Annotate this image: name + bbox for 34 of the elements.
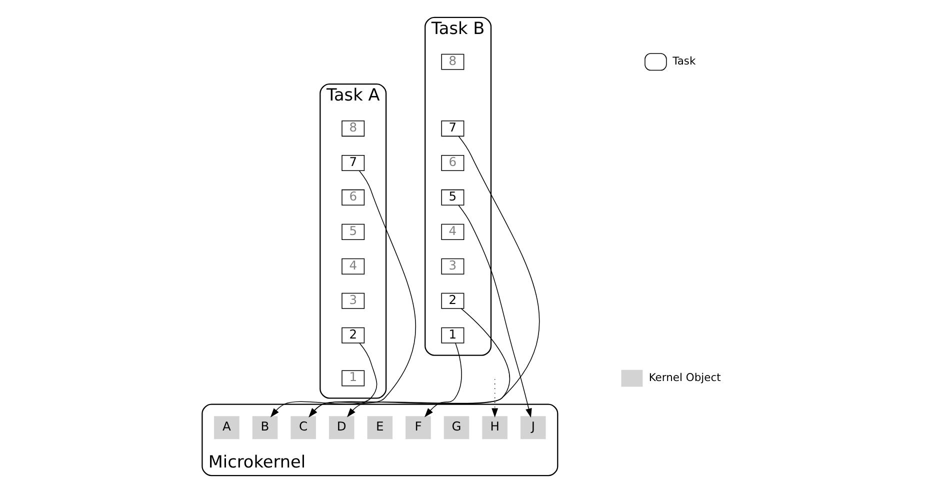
node-box: 3 bbox=[342, 292, 365, 309]
node-box: 1 bbox=[441, 327, 464, 344]
node-box: C bbox=[290, 416, 316, 440]
arrow bbox=[492, 378, 498, 418]
arrow bbox=[424, 342, 462, 418]
node-box: 6 bbox=[441, 154, 464, 172]
node-box: 5 bbox=[342, 224, 365, 240]
node-box: H bbox=[482, 416, 508, 440]
legend-label: Task bbox=[672, 54, 696, 68]
arrow bbox=[347, 308, 510, 418]
node-box: 1 bbox=[342, 370, 365, 386]
node-box: 4 bbox=[441, 224, 464, 240]
node-box: 5 bbox=[441, 189, 464, 206]
node-box: J bbox=[520, 416, 546, 440]
node-box: A bbox=[214, 416, 240, 440]
arrow bbox=[270, 342, 378, 418]
node-box: 6 bbox=[342, 189, 365, 206]
node-box: G bbox=[444, 416, 470, 440]
node-box: F bbox=[406, 416, 431, 440]
node-box: B bbox=[252, 416, 278, 440]
arrow bbox=[308, 136, 540, 418]
node-box: 3 bbox=[441, 258, 464, 274]
node-box: 8 bbox=[342, 120, 365, 137]
arrow bbox=[458, 204, 532, 418]
legend-label: Kernel Object bbox=[648, 371, 721, 384]
node-box: E bbox=[367, 416, 393, 440]
node-box: 7 bbox=[441, 120, 464, 137]
node-box: 2 bbox=[342, 327, 365, 344]
arrow bbox=[308, 170, 416, 418]
node-box: 7 bbox=[342, 154, 365, 172]
node-box: 8 bbox=[441, 54, 464, 70]
node-box: D bbox=[328, 416, 354, 440]
node-box: 4 bbox=[342, 258, 365, 274]
node-box: 2 bbox=[441, 292, 464, 309]
